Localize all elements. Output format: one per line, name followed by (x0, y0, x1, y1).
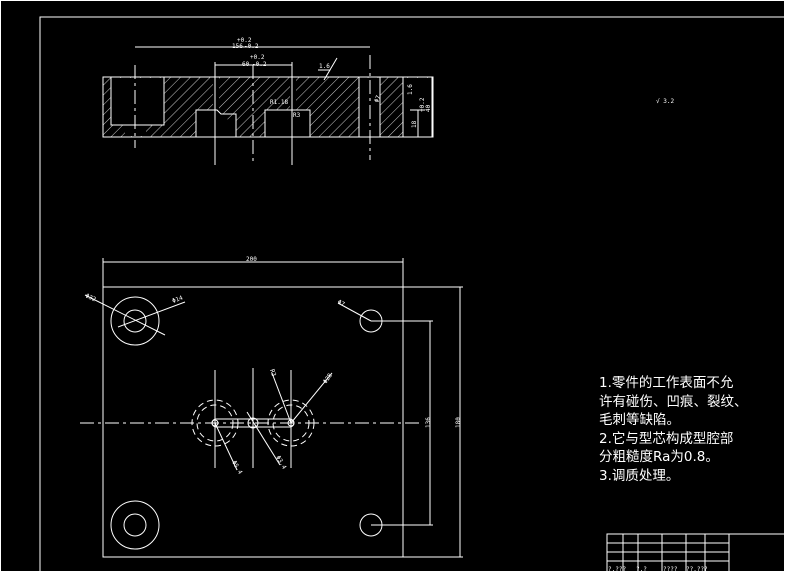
title-block: ?.??? ?.? ???? ??.??? (606, 533, 785, 572)
svg-text:R3: R3 (268, 368, 277, 378)
note-line: 2.它与型芯构成型腔部 (599, 430, 734, 447)
guide-hole-inner-bottom (123, 513, 147, 537)
svg-text:????: ???? (663, 566, 678, 572)
note-line: 分粗糙度Ra为0.8。 (599, 449, 719, 465)
svg-text:Φ3.4: Φ3.4 (274, 455, 287, 471)
guide-hole-inner (123, 309, 147, 333)
small-hole-bottom (359, 513, 383, 537)
svg-text:1.6: 1.6 (319, 63, 330, 70)
svg-text:200: 200 (246, 256, 257, 263)
svg-text:+0.2: +0.2 (419, 97, 426, 112)
svg-text:Φ5.4: Φ5.4 (230, 460, 243, 476)
svg-text:Φ7: Φ7 (373, 94, 382, 104)
svg-text:-0.2: -0.2 (244, 43, 259, 50)
note-line: 3.调质处理。 (599, 467, 680, 484)
svg-text:R3: R3 (293, 112, 301, 119)
svg-text:Φ14: Φ14 (171, 294, 184, 304)
plan-view: 200 180 136 Φ32 Φ14 Φ7 R3 Φ28 Φ5.4 Φ (80, 256, 463, 558)
svg-text:136: 136 (425, 417, 432, 428)
svg-text:18: 18 (411, 120, 418, 128)
svg-text:?.?: ?.? (636, 566, 647, 572)
small-hole (359, 309, 383, 333)
plate-outline (102, 286, 404, 558)
svg-text:??.???: ??.??? (686, 566, 708, 572)
section-view: +0.2 156 -0.2 +0.2 60 -0.2 1.6 R1.18 R3 … (102, 37, 434, 165)
svg-text:Φ32: Φ32 (84, 292, 97, 303)
svg-text:Φ7: Φ7 (336, 299, 346, 309)
technical-notes: 1.零件的工作表面不允 许有碰伤、凹痕、裂纹、 毛刺等缺陷。 2.它与型芯构成型… (599, 374, 748, 485)
svg-text:+0.2: +0.2 (237, 37, 252, 44)
svg-text:180: 180 (455, 417, 462, 428)
svg-text:Φ28: Φ28 (322, 372, 334, 385)
misc-roughness-symbol: √ 3.2 (656, 98, 674, 105)
note-line: 1.零件的工作表面不允 (599, 375, 734, 391)
inner-frame (39, 16, 785, 572)
svg-text:+0.2: +0.2 (250, 54, 265, 61)
svg-text:-0.2: -0.2 (252, 61, 267, 68)
svg-text:156: 156 (232, 43, 243, 50)
note-line: 毛刺等缺陷。 (599, 412, 680, 428)
svg-text:40: 40 (425, 104, 432, 112)
svg-text:1.6: 1.6 (407, 84, 414, 95)
svg-text:?.???: ?.??? (608, 566, 626, 572)
guide-hole-outer (110, 296, 160, 346)
svg-text:R1.18: R1.18 (270, 99, 288, 106)
roughness-symbol (318, 57, 338, 81)
note-line: 许有碰伤、凹痕、裂纹、 (599, 393, 748, 410)
svg-text:60: 60 (242, 61, 250, 68)
guide-hole-outer-bottom (110, 500, 160, 550)
